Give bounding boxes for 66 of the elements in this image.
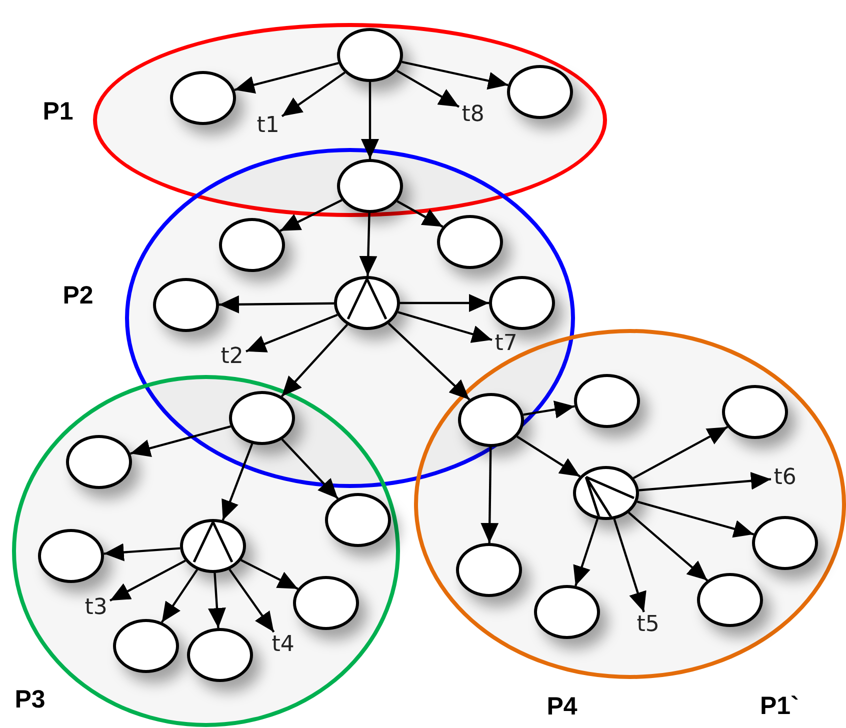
arrow <box>402 60 508 90</box>
transition-label: t2 <box>220 346 244 368</box>
arrow <box>359 212 378 276</box>
transition-label: t8 <box>462 104 484 126</box>
arrow <box>218 295 334 314</box>
arrow <box>396 200 444 228</box>
state-circle <box>293 576 359 630</box>
state-circle <box>337 28 403 82</box>
arrow <box>222 443 254 521</box>
state-circle <box>534 585 600 639</box>
state-circle <box>437 215 503 269</box>
arrow <box>234 62 339 94</box>
arrow <box>160 569 198 623</box>
group-label: P2 <box>62 284 94 308</box>
arrow <box>130 425 231 458</box>
arrow <box>628 512 708 582</box>
transition-label: t5 <box>636 614 660 636</box>
state-circle <box>170 71 236 125</box>
arrow <box>281 72 346 118</box>
state-circle <box>113 619 179 673</box>
arrow <box>523 400 575 418</box>
state-circle <box>229 391 295 445</box>
arrow <box>280 324 348 398</box>
arrow <box>246 314 338 352</box>
arrow <box>281 438 339 500</box>
state-circle <box>697 573 763 627</box>
state-circle <box>325 493 391 547</box>
arrow <box>104 543 180 562</box>
arrow <box>638 472 772 492</box>
group-label: P1 <box>42 100 74 124</box>
state-circle <box>66 435 132 489</box>
state-circle <box>456 543 522 597</box>
transition-label: t1 <box>256 115 280 137</box>
arrow <box>240 559 298 590</box>
arrow <box>613 518 646 612</box>
state-circle <box>38 529 104 583</box>
arrow <box>361 82 379 159</box>
arrow <box>388 322 470 400</box>
state-circle <box>507 65 573 119</box>
state-circle <box>187 628 253 682</box>
arrow <box>396 70 460 108</box>
transition-label: t4 <box>272 634 294 656</box>
arrow <box>398 311 492 343</box>
arrow <box>632 426 728 480</box>
transition-label: t6 <box>774 467 796 489</box>
transition-label: t7 <box>494 333 518 355</box>
arrow <box>228 568 275 633</box>
group-label: P3 <box>14 688 46 712</box>
arrow <box>208 572 226 628</box>
transition-label: t3 <box>84 597 108 619</box>
arrow <box>400 294 489 312</box>
arrow <box>636 500 754 538</box>
state-circle <box>337 159 403 213</box>
state-circle <box>458 393 524 447</box>
arrow <box>516 436 581 478</box>
arrow <box>280 199 342 232</box>
state-circle <box>574 374 640 428</box>
state-circle <box>722 385 788 439</box>
state-circle <box>489 276 555 330</box>
state-circle <box>153 278 219 332</box>
group-label: P1` <box>760 694 799 719</box>
arrow <box>109 560 186 602</box>
group-label: P4 <box>546 694 578 720</box>
state-circle <box>219 218 285 272</box>
state-circle <box>752 516 818 570</box>
arrow <box>573 518 598 586</box>
